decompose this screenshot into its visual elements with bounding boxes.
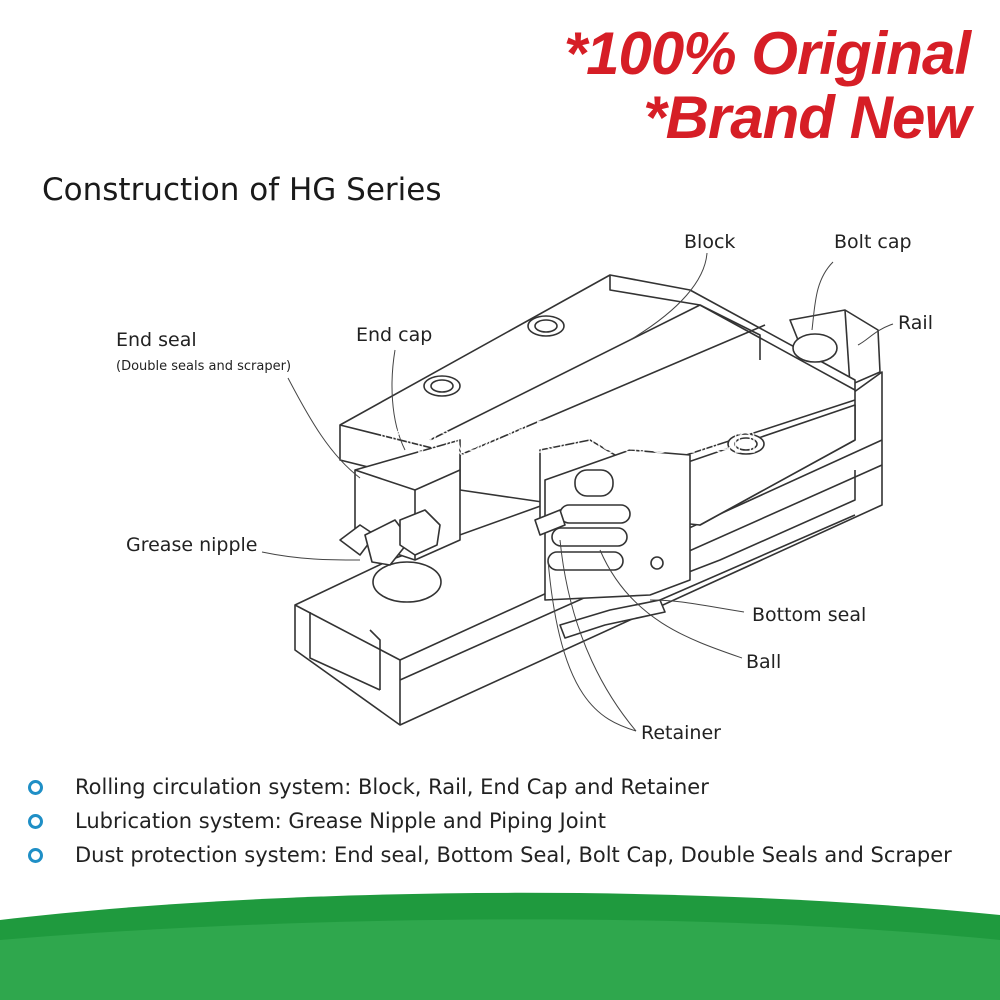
- label-retainer: Retainer: [641, 722, 721, 744]
- label-bolt-cap: Bolt cap: [834, 231, 912, 253]
- bolt-cap-drawing: [792, 333, 838, 363]
- ball-track-drawing: [534, 449, 691, 601]
- promo-brand-new: *Brand New: [643, 84, 971, 151]
- label-ball: Ball: [746, 651, 781, 673]
- block-drawing: [339, 274, 856, 601]
- list-item: Lubrication system: Grease Nipple and Pi…: [28, 804, 952, 838]
- bottom-seal-drawing: [559, 599, 666, 639]
- label-end-seal-note: (Double seals and scraper): [116, 359, 291, 374]
- list-item-text: Rolling circulation system: Block, Rail,…: [75, 775, 709, 799]
- bullet-ring-icon: [28, 813, 43, 829]
- page-title: Construction of HG Series: [42, 172, 442, 208]
- footer-wave: [0, 892, 1000, 1000]
- leader-lines: [261, 252, 894, 732]
- linear-guide-diagram: info@dtkmotion.cn Block Bolt cap Rail En…: [116, 231, 933, 744]
- label-rail: Rail: [898, 312, 933, 334]
- bullet-ring-icon: [28, 779, 43, 795]
- list-item: Dust protection system: End seal, Bottom…: [28, 838, 952, 872]
- label-end-seal: End seal: [116, 329, 197, 351]
- list-item: Rolling circulation system: Block, Rail,…: [28, 770, 952, 804]
- label-block: Block: [684, 231, 735, 253]
- feature-list: Rolling circulation system: Block, Rail,…: [28, 770, 952, 872]
- mounting-holes: [423, 315, 765, 455]
- bullet-ring-icon: [28, 847, 43, 863]
- promo-original: *100% Original: [563, 20, 971, 87]
- promo-banner: *100% Original *Brand New: [563, 20, 971, 151]
- list-item-text: Lubrication system: Grease Nipple and Pi…: [75, 809, 606, 833]
- watermark: info@dtkmotion.cn: [378, 416, 757, 462]
- list-item-text: Dust protection system: End seal, Bottom…: [75, 843, 952, 867]
- grease-nipple-drawing: [339, 509, 442, 603]
- label-end-cap: End cap: [356, 324, 432, 346]
- label-bottom-seal: Bottom seal: [752, 604, 866, 626]
- label-grease-nipple: Grease nipple: [126, 534, 258, 556]
- drawing-lines: [294, 274, 883, 726]
